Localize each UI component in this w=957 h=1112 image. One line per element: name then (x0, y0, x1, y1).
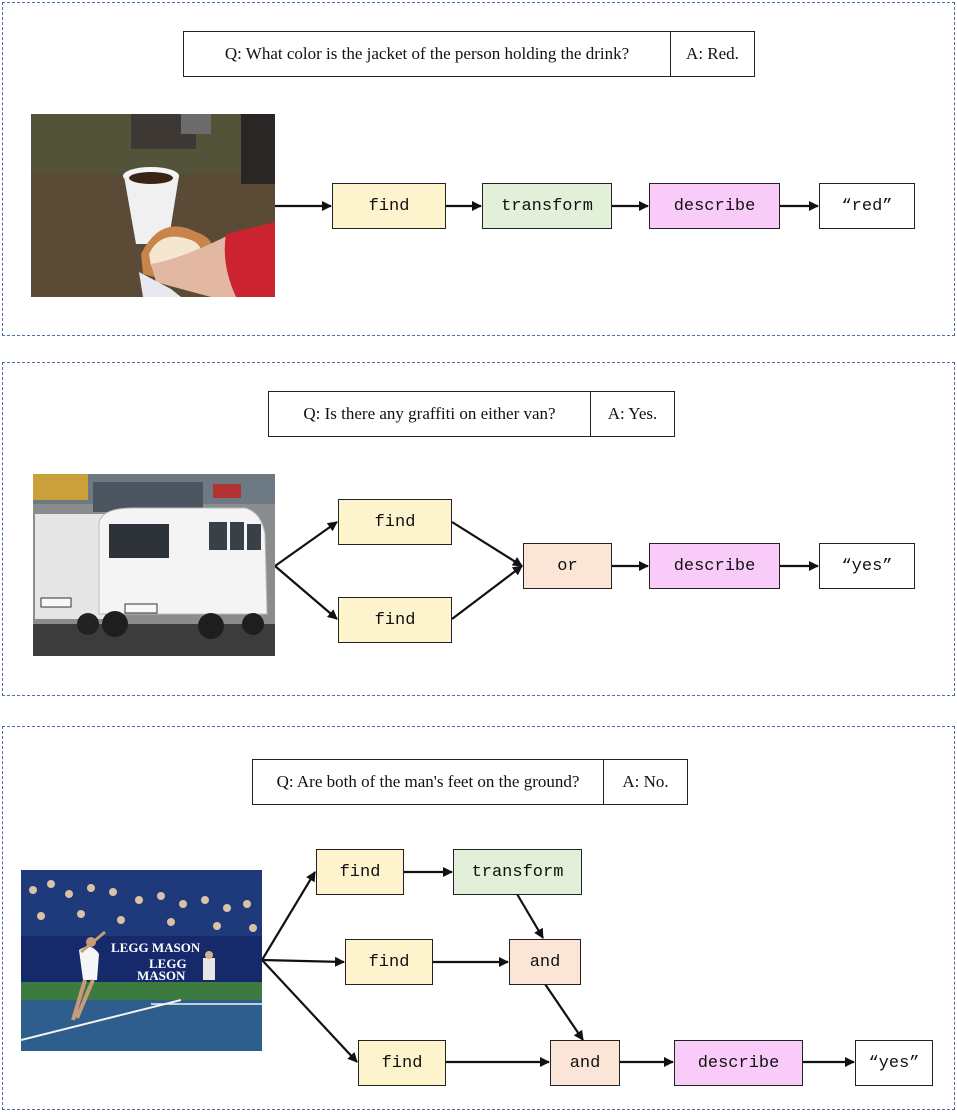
arrow-p2-image-find2 (274, 565, 338, 620)
module-p1-find: find (332, 183, 446, 229)
module-p3-find-1: find (316, 849, 404, 895)
module-p3-find-3: find (358, 1040, 446, 1086)
photo-3-text-3: MASON (137, 968, 186, 983)
question-1: Q: What color is the jacket of the perso… (224, 44, 630, 63)
photo-1 (31, 114, 275, 297)
arrow-p3-image-find1 (261, 871, 316, 961)
arrow-p3-and1-and2 (544, 983, 584, 1041)
module-p3-describe: describe (674, 1040, 803, 1086)
module-p1-describe: describe (649, 183, 780, 229)
module-p1-transform: transform (482, 183, 612, 229)
arrow-p2-find2-or (451, 565, 523, 620)
arrow-p3-image-find3 (261, 959, 358, 1063)
question-3: Q: Are both of the man's feet on the gro… (276, 772, 580, 791)
module-p3-find-2: find (345, 939, 433, 985)
module-p2-or: or (523, 543, 612, 589)
answer-node-p3: “yes” (855, 1040, 933, 1086)
qa-box-2: Q: Is there any graffiti on either van? … (268, 391, 675, 437)
arrow-p2-find1-or (451, 521, 523, 567)
panel-2 (2, 362, 955, 696)
photo-3-text-2: LEGG (149, 956, 187, 971)
photo-3: LEGG MASON LEGG MASON (21, 870, 262, 1051)
module-p3-and-2: and (550, 1040, 620, 1086)
panel-1 (2, 2, 955, 336)
photo-3-text-1: LEGG MASON (111, 940, 201, 955)
qa-box-3: Q: Are both of the man's feet on the gro… (252, 759, 688, 805)
photo-2 (33, 474, 275, 656)
qa-box-1: Q: What color is the jacket of the perso… (183, 31, 755, 77)
answer-2: A: Yes. (590, 392, 674, 436)
module-p3-transform: transform (453, 849, 582, 895)
answer-3: A: No. (603, 760, 687, 804)
answer-1: A: Red. (670, 32, 754, 76)
module-p2-describe: describe (649, 543, 780, 589)
arrow-p3-transform-and1 (516, 893, 544, 939)
question-2: Q: Is there any graffiti on either van? (303, 404, 556, 423)
answer-node-p1: “red” (819, 183, 915, 229)
panel-3 (2, 726, 955, 1110)
module-p2-find-2: find (338, 597, 452, 643)
module-p3-and-1: and (509, 939, 581, 985)
arrow-p3-image-find2 (261, 956, 345, 967)
module-p2-find-1: find (338, 499, 452, 545)
arrow-p2-image-find1 (274, 521, 338, 567)
answer-node-p2: “yes” (819, 543, 915, 589)
